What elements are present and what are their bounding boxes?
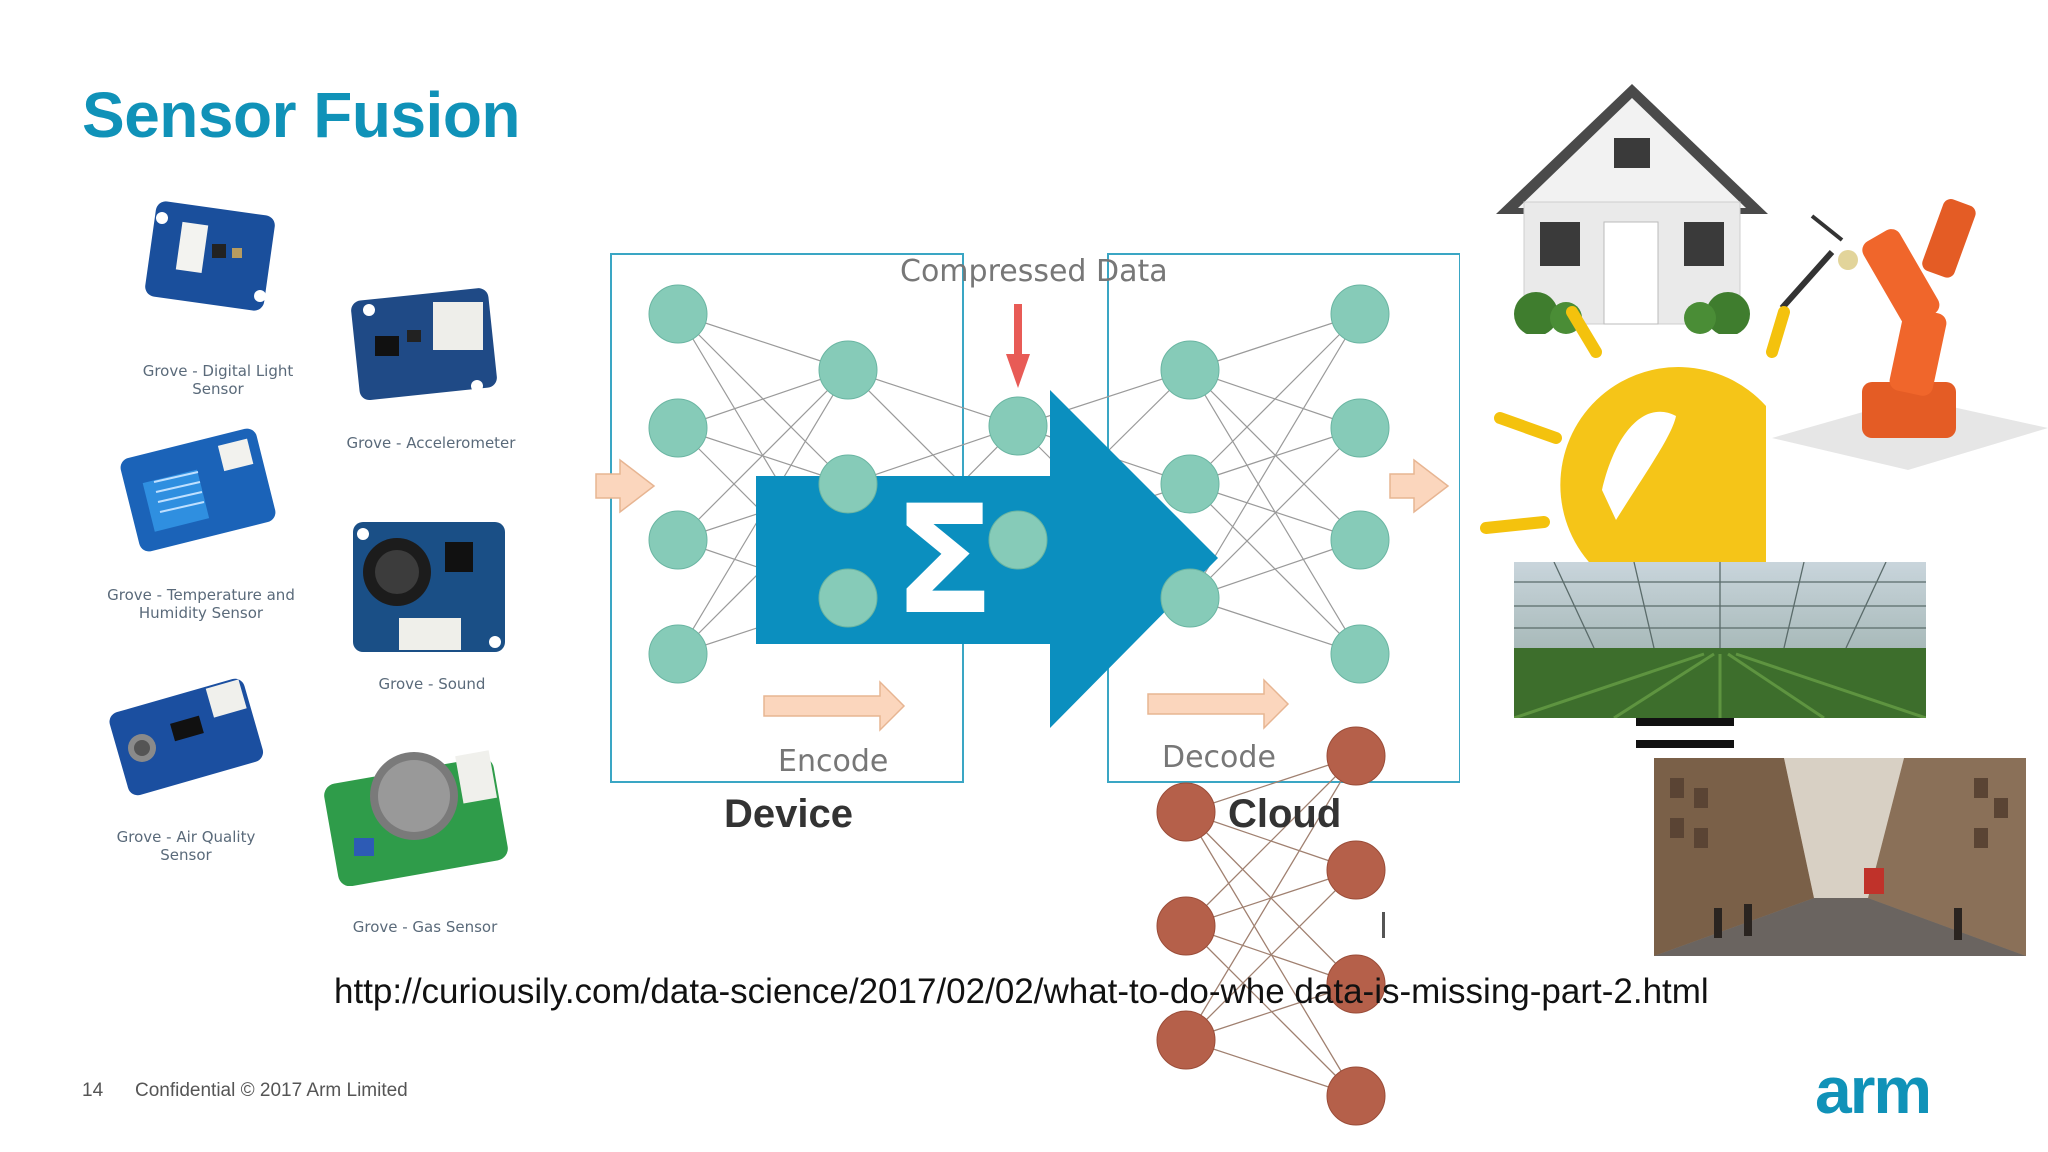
- air-quality-sensor-image: [109, 678, 264, 796]
- fusion-arrow: [756, 390, 1218, 728]
- sensor-caption-air-quality: Grove - Air Quality Sensor: [116, 828, 256, 864]
- encode-label: Encode: [778, 744, 889, 779]
- house-image: [1496, 84, 1768, 334]
- decode-arrow-icon: [1147, 678, 1290, 730]
- sensor-caption-gas: Grove - Gas Sensor: [352, 918, 498, 936]
- sensor-caption-digital-light: Grove - Digital Light Sensor: [142, 362, 294, 398]
- robot-arm-image: [1772, 199, 2048, 470]
- device-label: Device: [724, 792, 853, 836]
- arm-logo: arm: [1815, 1053, 1932, 1127]
- source-url: http://curiousily.com/data-science/2017/…: [334, 972, 1709, 1011]
- light-bulb-icon: [1480, 306, 1890, 580]
- encode-arrow-icon: [763, 680, 906, 732]
- autoencoder-diagram: Σ: [595, 253, 1460, 783]
- sensor-caption-temp-humidity: Grove - Temperature and Humidity Sensor: [107, 586, 295, 622]
- accelerometer-image: [351, 288, 497, 401]
- cloud-label: Cloud: [1228, 792, 1342, 836]
- digital-light-sensor-image: [145, 201, 275, 311]
- brown-network-diagram: [1156, 726, 1386, 1126]
- sensor-caption-sound: Grove - Sound: [378, 675, 486, 693]
- gas-sensor-image: [324, 750, 508, 886]
- sigma-symbol: Σ: [893, 474, 995, 648]
- compressed-data-arrow-icon: [1006, 304, 1030, 388]
- confidential-notice: Confidential © 2017 Arm Limited: [135, 1080, 408, 1101]
- decode-label: Decode: [1162, 740, 1276, 775]
- sensor-caption-accelerometer: Grove - Accelerometer: [346, 434, 516, 452]
- city-street-image: [1654, 758, 2026, 956]
- equals-sign-icon: [1636, 718, 1734, 748]
- temperature-humidity-sensor-image: [120, 428, 276, 552]
- slide-title: Sensor Fusion: [82, 79, 521, 151]
- output-arrow-icon: [1389, 458, 1450, 514]
- sound-sensor-image: [353, 522, 505, 652]
- greenhouse-image: [1514, 562, 1926, 718]
- compressed-data-label: Compressed Data: [900, 254, 1168, 289]
- page-number: 14: [82, 1080, 104, 1101]
- input-arrow-icon: [595, 458, 656, 514]
